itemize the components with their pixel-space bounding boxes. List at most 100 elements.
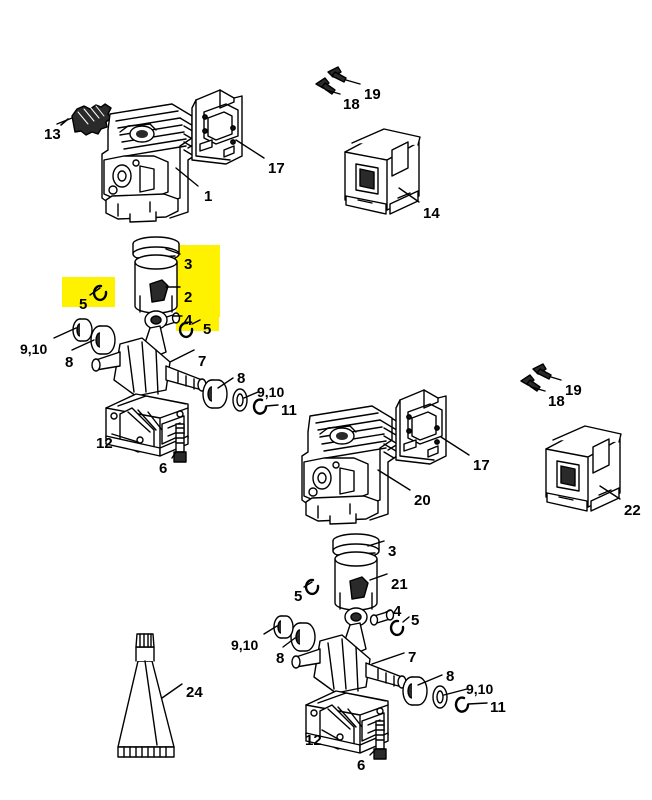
bearing-lower-left-icon [290,622,316,652]
leader-3-upper [165,248,181,255]
callout-piston-ring-upper: 3 [184,256,193,273]
leader-3-lower [367,540,385,547]
callout-grease-tube: 24 [186,684,203,701]
crankshaft-upper-icon [91,310,207,397]
highlight-piston-group-foot [176,305,219,331]
callout-bolt-upper: 6 [159,460,168,477]
screw-19-lower-icon [532,363,552,380]
screw-18-lower-icon [520,374,541,392]
callout-screw-19-lower: 19 [565,382,582,399]
callout-piston-lower: 21 [391,576,408,593]
leader-7-upper [169,349,195,363]
leader-910-lower-right [443,688,468,696]
callout-muffler-upper: 14 [423,205,440,222]
leader-4-lower [385,609,392,613]
leader-11-lower [467,702,488,705]
callout-circlip-ring-upper: 11 [281,402,297,419]
leader-21 [369,573,388,581]
callout-screw-19-upper: 19 [364,86,381,103]
oil-seal-upper-right-icon [232,388,248,412]
bearing-upper-left-icon [90,325,116,355]
circlip-upper-right-icon [178,321,194,339]
leader-18-upper [325,89,341,95]
callout-circlip-upper-left: 5 [79,296,88,313]
cylinder-upper-icon [101,103,201,223]
callout-spark-plug: 13 [44,126,61,143]
callout-piston-upper: 2 [184,289,193,306]
callout-oil-seal-upper-right: 9,10 [257,384,285,400]
leader-12-upper [111,433,139,443]
bolt-lower-icon [373,720,387,760]
leader-5-lower-right [402,616,410,623]
callout-crankshaft-upper: 7 [198,353,207,370]
callout-bearing-lower-left: 8 [276,650,285,667]
callout-cylinder-upper: 1 [204,188,213,205]
leader-18-lower [530,386,546,392]
leader-910-upper-right [243,391,259,399]
leader-8-lower-left [282,637,296,648]
callout-screw-18-upper: 18 [343,96,360,113]
leader-5-upper-left [89,287,101,296]
cylinder-lower-icon [301,405,401,525]
leader-14 [398,187,420,203]
callout-circlip-upper-right: 5 [203,321,212,338]
callout-oil-seal-upper-left: 9,10 [20,341,48,357]
callout-cylinder-lower: 20 [414,492,431,509]
callout-bearing-upper-right: 8 [237,370,246,387]
callout-oil-seal-lower-right: 9,10 [466,681,494,697]
leader-11-upper [265,404,279,407]
crankshaft-lower-icon [291,607,407,694]
leader-5-lower-left [303,581,313,588]
muffler-lower-icon [545,425,622,512]
leader-910-upper-left [53,327,77,339]
callout-muffler-lower: 22 [624,502,641,519]
callout-oil-seal-lower-left: 9,10 [231,637,259,653]
leader-7-lower [371,652,405,665]
callout-crankcase-upper: 12 [96,435,113,452]
callout-heat-shield-lower: 17 [473,457,490,474]
callout-piston-pin-upper: 4 [184,312,193,329]
leader-13 [56,117,73,125]
muffler-upper-icon [344,128,421,215]
heat-shield-lower-icon [395,389,447,465]
leader-24 [161,683,183,699]
screw-19-upper-icon [327,66,347,83]
bolt-upper-icon [173,423,187,463]
callout-crankcase-lower: 12 [305,732,322,749]
callout-bolt-lower: 6 [357,757,366,774]
leader-22 [599,485,621,500]
oil-seal-upper-left-icon [72,318,93,342]
leader-19-lower [550,376,562,381]
heat-shield-upper-icon [191,89,243,165]
callout-circlip-ring-lower: 11 [490,699,506,716]
callout-screw-18-lower: 18 [548,393,565,410]
callout-crankshaft-lower: 7 [408,649,417,666]
circlip-ring-lower-icon [454,696,470,713]
oil-seal-lower-right-icon [432,685,448,709]
callout-piston-ring-lower: 3 [388,543,397,560]
circlip-ring-upper-icon [252,398,268,415]
circlip-lower-right-icon [389,619,405,637]
leader-5-upper-right [191,319,201,325]
leader-17-upper [235,139,265,159]
leader-8-lower-right [417,674,443,686]
callout-circlip-lower-right: 5 [411,612,420,629]
callout-bearing-upper-left: 8 [65,354,74,371]
bearing-lower-right-icon [402,676,428,706]
leader-6-lower [369,748,377,756]
piston-upper-icon [134,254,178,314]
leader-19-upper [345,79,361,85]
leader-910-lower-left [263,625,278,635]
callout-bearing-lower-right: 8 [446,668,455,685]
bearing-upper-right-icon [202,379,228,409]
leader-1 [175,167,199,187]
leader-8-upper-right [217,377,234,389]
circlip-lower-left-icon [304,578,320,596]
piston-lower-icon [334,551,378,611]
leader-8-upper-left [71,339,95,351]
circlip-upper-left-icon [92,284,108,302]
leader-20 [377,469,411,491]
leader-6-upper [171,451,177,459]
grease-tube-icon [117,633,175,758]
